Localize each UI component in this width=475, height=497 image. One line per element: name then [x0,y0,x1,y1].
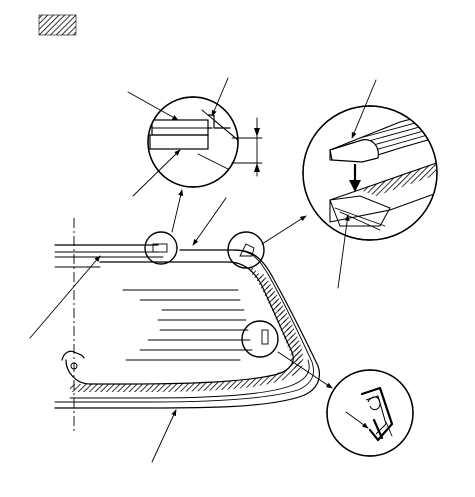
locator-circle-side [241,320,279,358]
detail-circle-right [302,105,438,241]
ceramic-frit-lines [122,289,253,361]
outer-body-contour [54,249,321,409]
leader-line [211,77,229,117]
leader-line [351,79,377,139]
windshield-glass [54,218,321,432]
leader-line [337,214,350,289]
leader-line [127,91,179,121]
leader-line [151,409,177,463]
dimension-arrow-up-icon [254,163,260,172]
detail-circle-bottom [326,369,414,457]
callout-leaders [29,77,377,463]
retainer-bump [61,350,85,361]
retainer-hole [70,362,78,370]
outer-body-contour-inner [54,249,314,403]
urethane-bead [70,266,302,392]
leader-line [171,189,184,233]
hatched-box-icon [38,14,77,36]
detail-circle-top [147,96,263,188]
leader-line [29,255,101,339]
leader-line [132,149,181,197]
dimension-arrow-down-icon [254,128,260,137]
leader-line [345,411,369,429]
install-arrow-down-icon [349,180,361,192]
locator-circle-top [144,231,178,265]
locator-circle-corner [227,231,265,269]
leader-line [277,351,333,389]
leader-line [192,197,227,246]
leader-line [261,215,307,245]
